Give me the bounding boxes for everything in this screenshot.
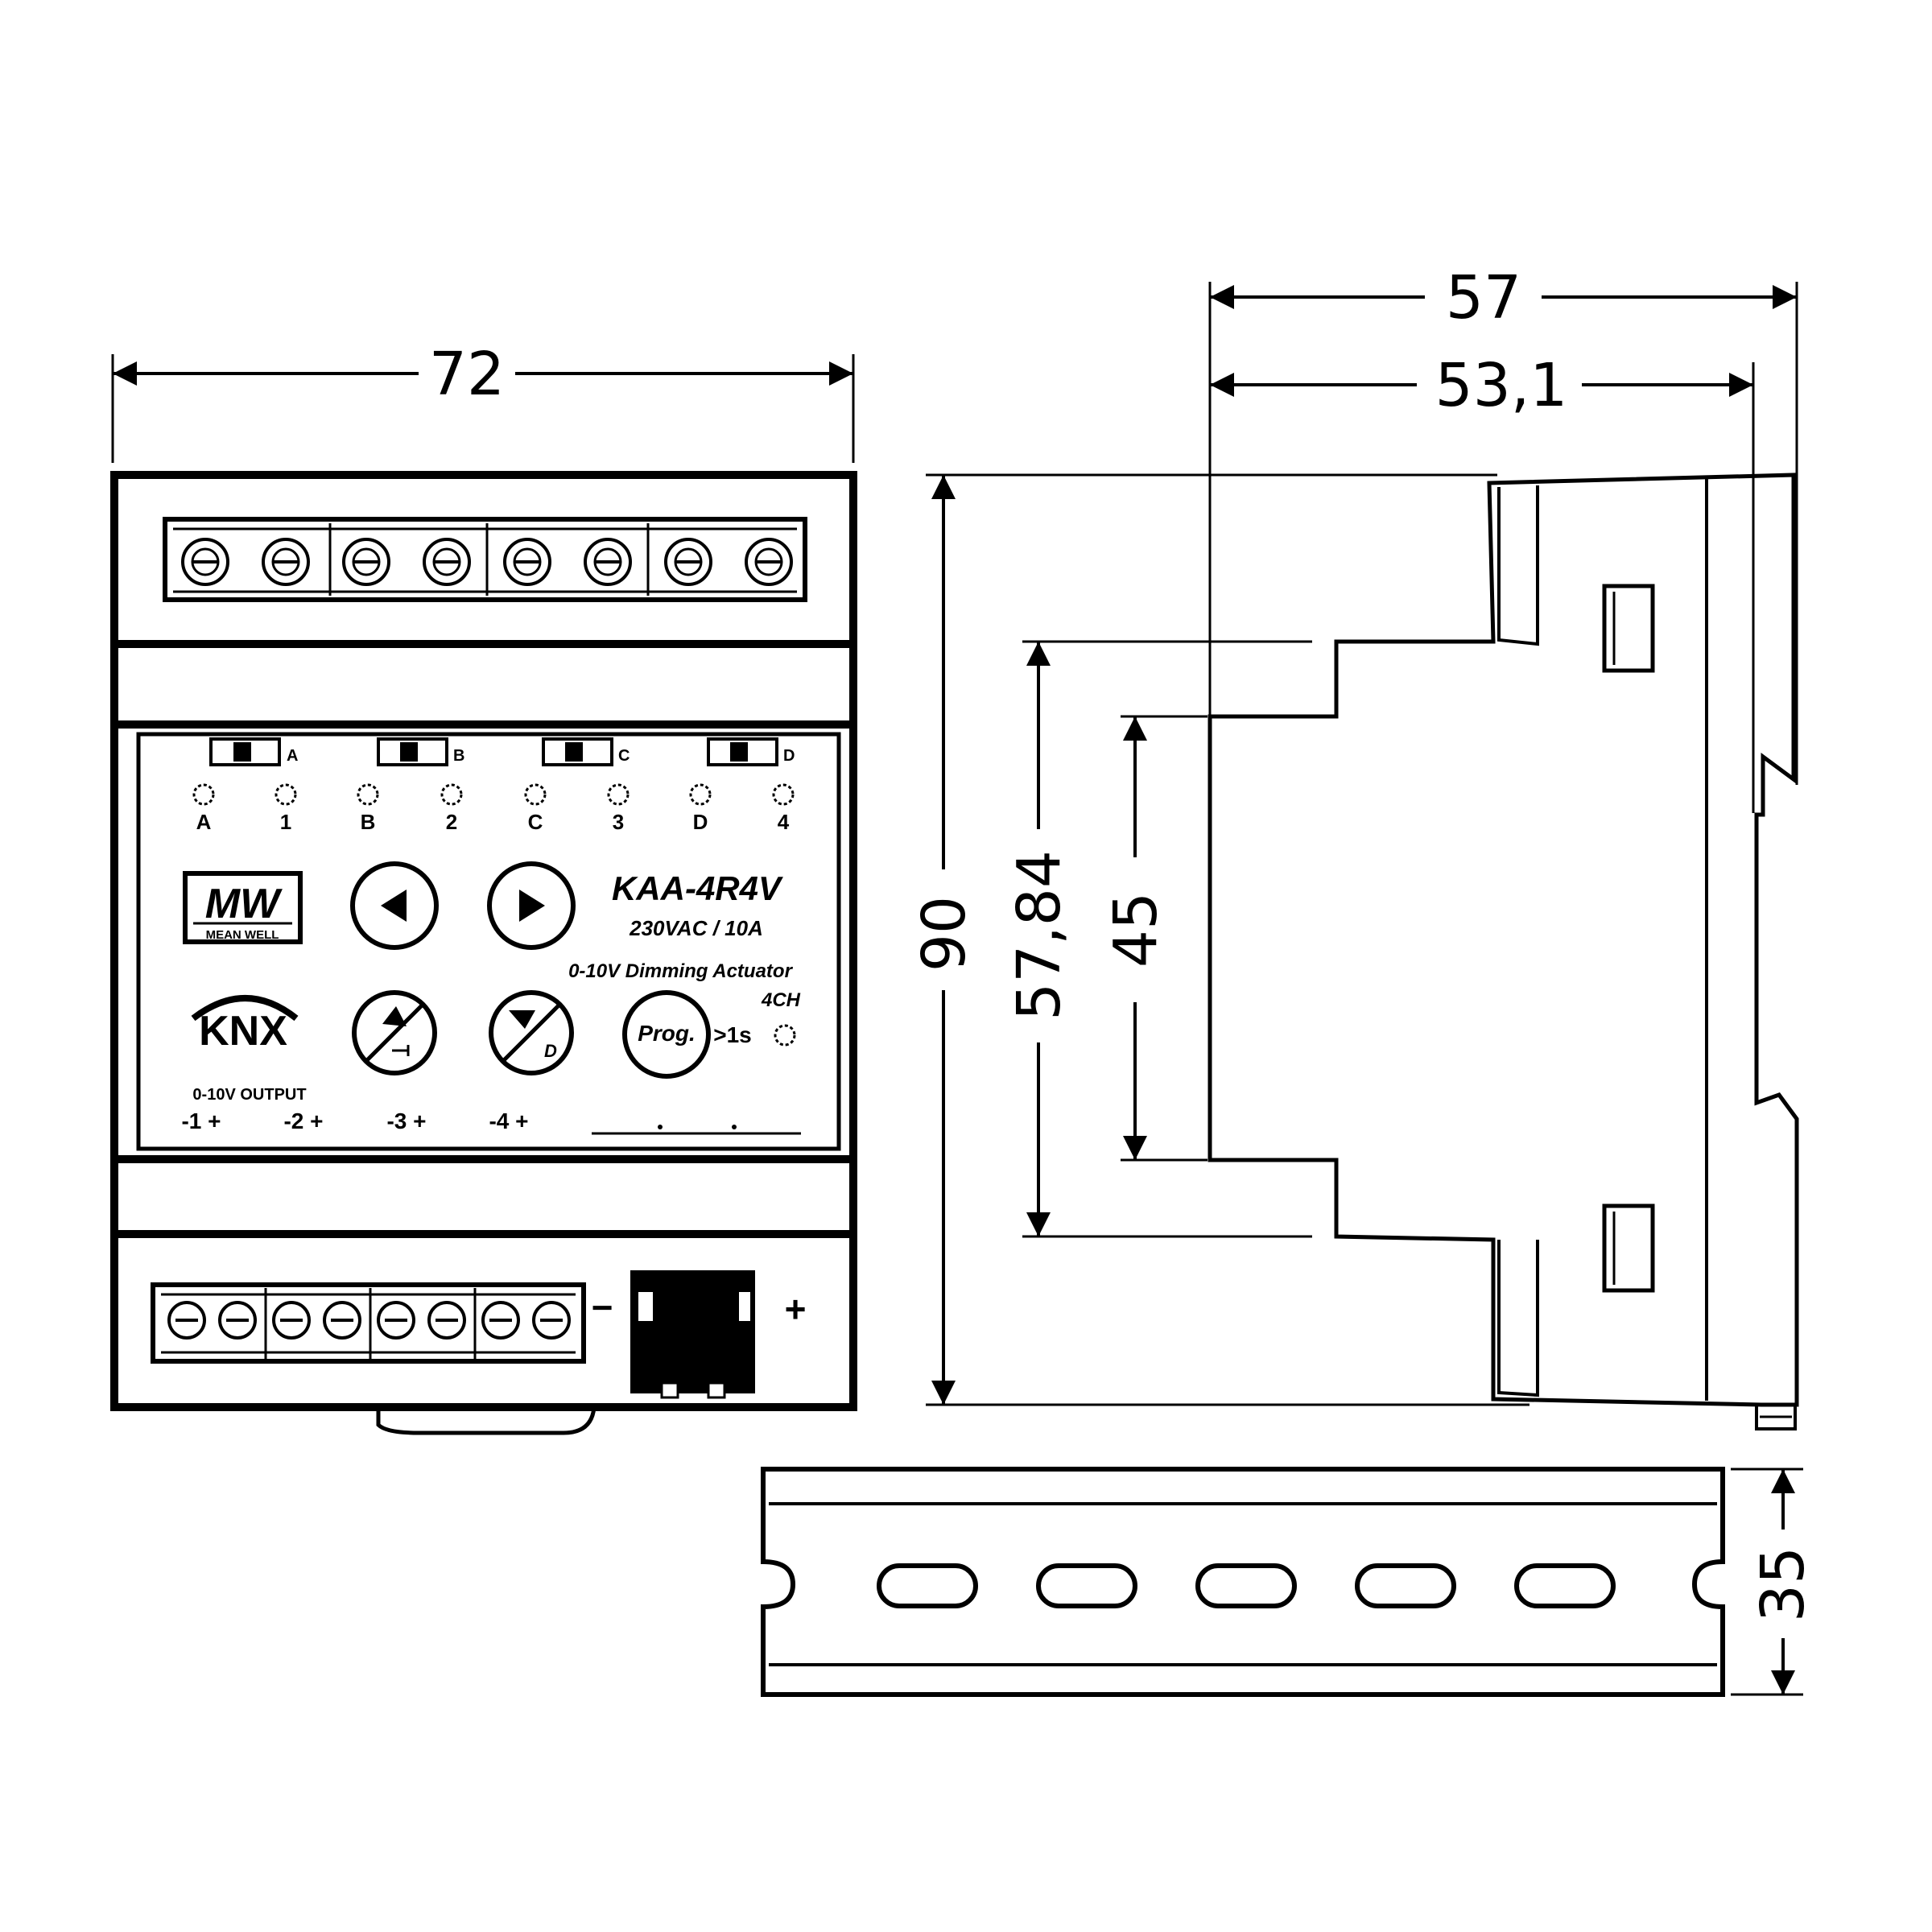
led-b	[357, 783, 379, 806]
triangle-down-icon	[509, 1010, 535, 1029]
arrow-right-icon	[519, 890, 545, 922]
top-terminal-screws	[181, 523, 793, 596]
output-label-3: -3 +	[386, 1108, 426, 1133]
bus-plus-sign: +	[785, 1288, 807, 1330]
dimension-inner-height: 57,84	[1005, 640, 1312, 1238]
led-label-a: A	[196, 810, 212, 834]
output-title: 0-10V OUTPUT	[192, 1086, 306, 1104]
brand-logo-text: MW	[205, 881, 283, 927]
side-clip-bottom	[1602, 1203, 1655, 1293]
dim-label-inner-height: 57,84	[1005, 850, 1074, 1021]
knx-logo: KNX	[191, 995, 299, 1055]
triangle-up-icon	[382, 1006, 407, 1026]
front-label-panel	[136, 732, 841, 1151]
indicator-letter-d: D	[783, 747, 795, 765]
dimension-height-90: 90	[910, 473, 1530, 1406]
dim-label-depth-total: 57	[1446, 263, 1521, 332]
output-label-4: -4 +	[489, 1108, 528, 1133]
dim-up-button[interactable]	[352, 990, 437, 1075]
led-a	[192, 783, 215, 806]
led-label-1: 1	[280, 810, 291, 834]
dimension-front-panel-height: 45	[1101, 715, 1208, 1162]
prog-button-label: Prog.	[638, 1021, 696, 1046]
led-label-d: D	[693, 810, 708, 834]
description-text: 0-10V Dimming Actuator	[568, 960, 793, 982]
side-profile-outline	[1208, 473, 1799, 1407]
knx-logo-text: KNX	[199, 1008, 287, 1055]
knx-bus-connector	[630, 1270, 755, 1399]
bus-minus-sign: −	[592, 1286, 613, 1328]
led-1	[275, 783, 297, 806]
led-2	[440, 783, 463, 806]
indicator-letter-a: A	[287, 747, 298, 765]
output-label-2: -2 +	[283, 1108, 323, 1133]
fade-icon	[392, 1045, 410, 1056]
top-terminal-block	[163, 517, 807, 602]
dim-label-front-panel-height: 45	[1101, 892, 1170, 968]
dim-label-rail-height: 35	[1748, 1546, 1818, 1622]
led-label-b: B	[361, 810, 376, 834]
led-label-c: C	[528, 810, 543, 834]
left-button[interactable]	[350, 861, 439, 950]
mean-well-logo: MW MEAN WELL	[183, 871, 303, 944]
arrow-left-icon	[381, 890, 407, 922]
din-hook-bottom	[1755, 1405, 1797, 1430]
din-clip-bottom	[376, 1406, 597, 1435]
relay-indicators	[209, 737, 778, 766]
model-name: KAA-4R4V	[612, 869, 783, 907]
led-label-4: 4	[778, 810, 790, 834]
side-view: 57 53,1 90 57,84	[910, 263, 1799, 1430]
din-rail: 35	[761, 1467, 1818, 1697]
dim-label-height: 90	[910, 896, 979, 972]
dimension-depth-53-1: 53,1	[1210, 351, 1755, 813]
dim-label-width: 72	[429, 340, 505, 409]
housing-outline	[110, 471, 857, 1411]
dim-down-button[interactable]: D	[489, 990, 574, 1075]
channels-text: 4CH	[761, 989, 801, 1011]
indicator-letter-b: B	[453, 747, 464, 765]
rating-text: 230VAC / 10A	[629, 916, 763, 940]
prog-button[interactable]: Prog.	[622, 990, 711, 1079]
led-4	[772, 783, 795, 806]
dim-down-glyph: D	[544, 1041, 557, 1061]
din-rail-outline	[761, 1467, 1725, 1697]
led-label-2: 2	[446, 810, 457, 834]
led-label-3: 3	[613, 810, 624, 834]
front-view: 72	[110, 340, 857, 1435]
side-clip-top	[1602, 584, 1655, 673]
dimension-depth-57: 57	[1208, 263, 1798, 785]
dimension-width-72: 72	[111, 340, 855, 463]
led-c	[524, 783, 547, 806]
led-row	[192, 783, 795, 806]
dim-label-depth-body: 53,1	[1435, 351, 1568, 420]
led-3	[607, 783, 630, 806]
dimension-rail-35: 35	[1731, 1468, 1818, 1696]
prog-led	[774, 1024, 796, 1046]
bottom-terminal-block	[151, 1282, 586, 1364]
output-label-1: -1 +	[181, 1108, 221, 1133]
brand-subtext: MEAN WELL	[206, 928, 279, 942]
prog-hint: >1s	[713, 1022, 752, 1047]
led-d	[689, 783, 712, 806]
right-button[interactable]	[487, 861, 576, 950]
indicator-letter-c: C	[618, 747, 630, 765]
